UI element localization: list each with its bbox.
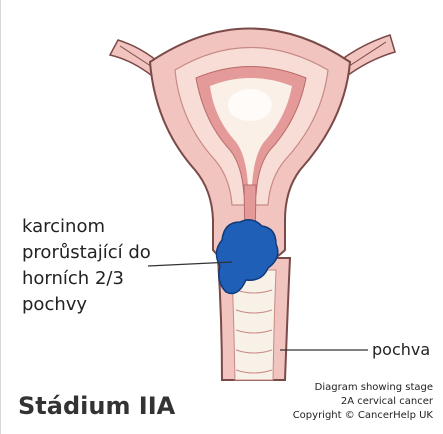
credit-line-1: Diagram showing stage [213, 381, 433, 395]
stage-title: Stádium IIA [18, 392, 175, 420]
tumor-label: karcinom prorůstající do horních 2/3 poc… [22, 214, 207, 318]
credit-line-2: 2A cervical cancer [213, 395, 433, 409]
tumor-label-line-4: pochvy [22, 292, 207, 318]
vagina-label: pochva [372, 340, 430, 359]
tumor-label-line-3: horních 2/3 [22, 266, 207, 292]
tumor-label-line-1: karcinom [22, 214, 207, 240]
copyright-credit: Diagram showing stage 2A cervical cancer… [213, 381, 433, 423]
tumor-label-line-2: prorůstající do [22, 240, 207, 266]
credit-line-3: Copyright © CancerHelp UK [213, 409, 433, 423]
